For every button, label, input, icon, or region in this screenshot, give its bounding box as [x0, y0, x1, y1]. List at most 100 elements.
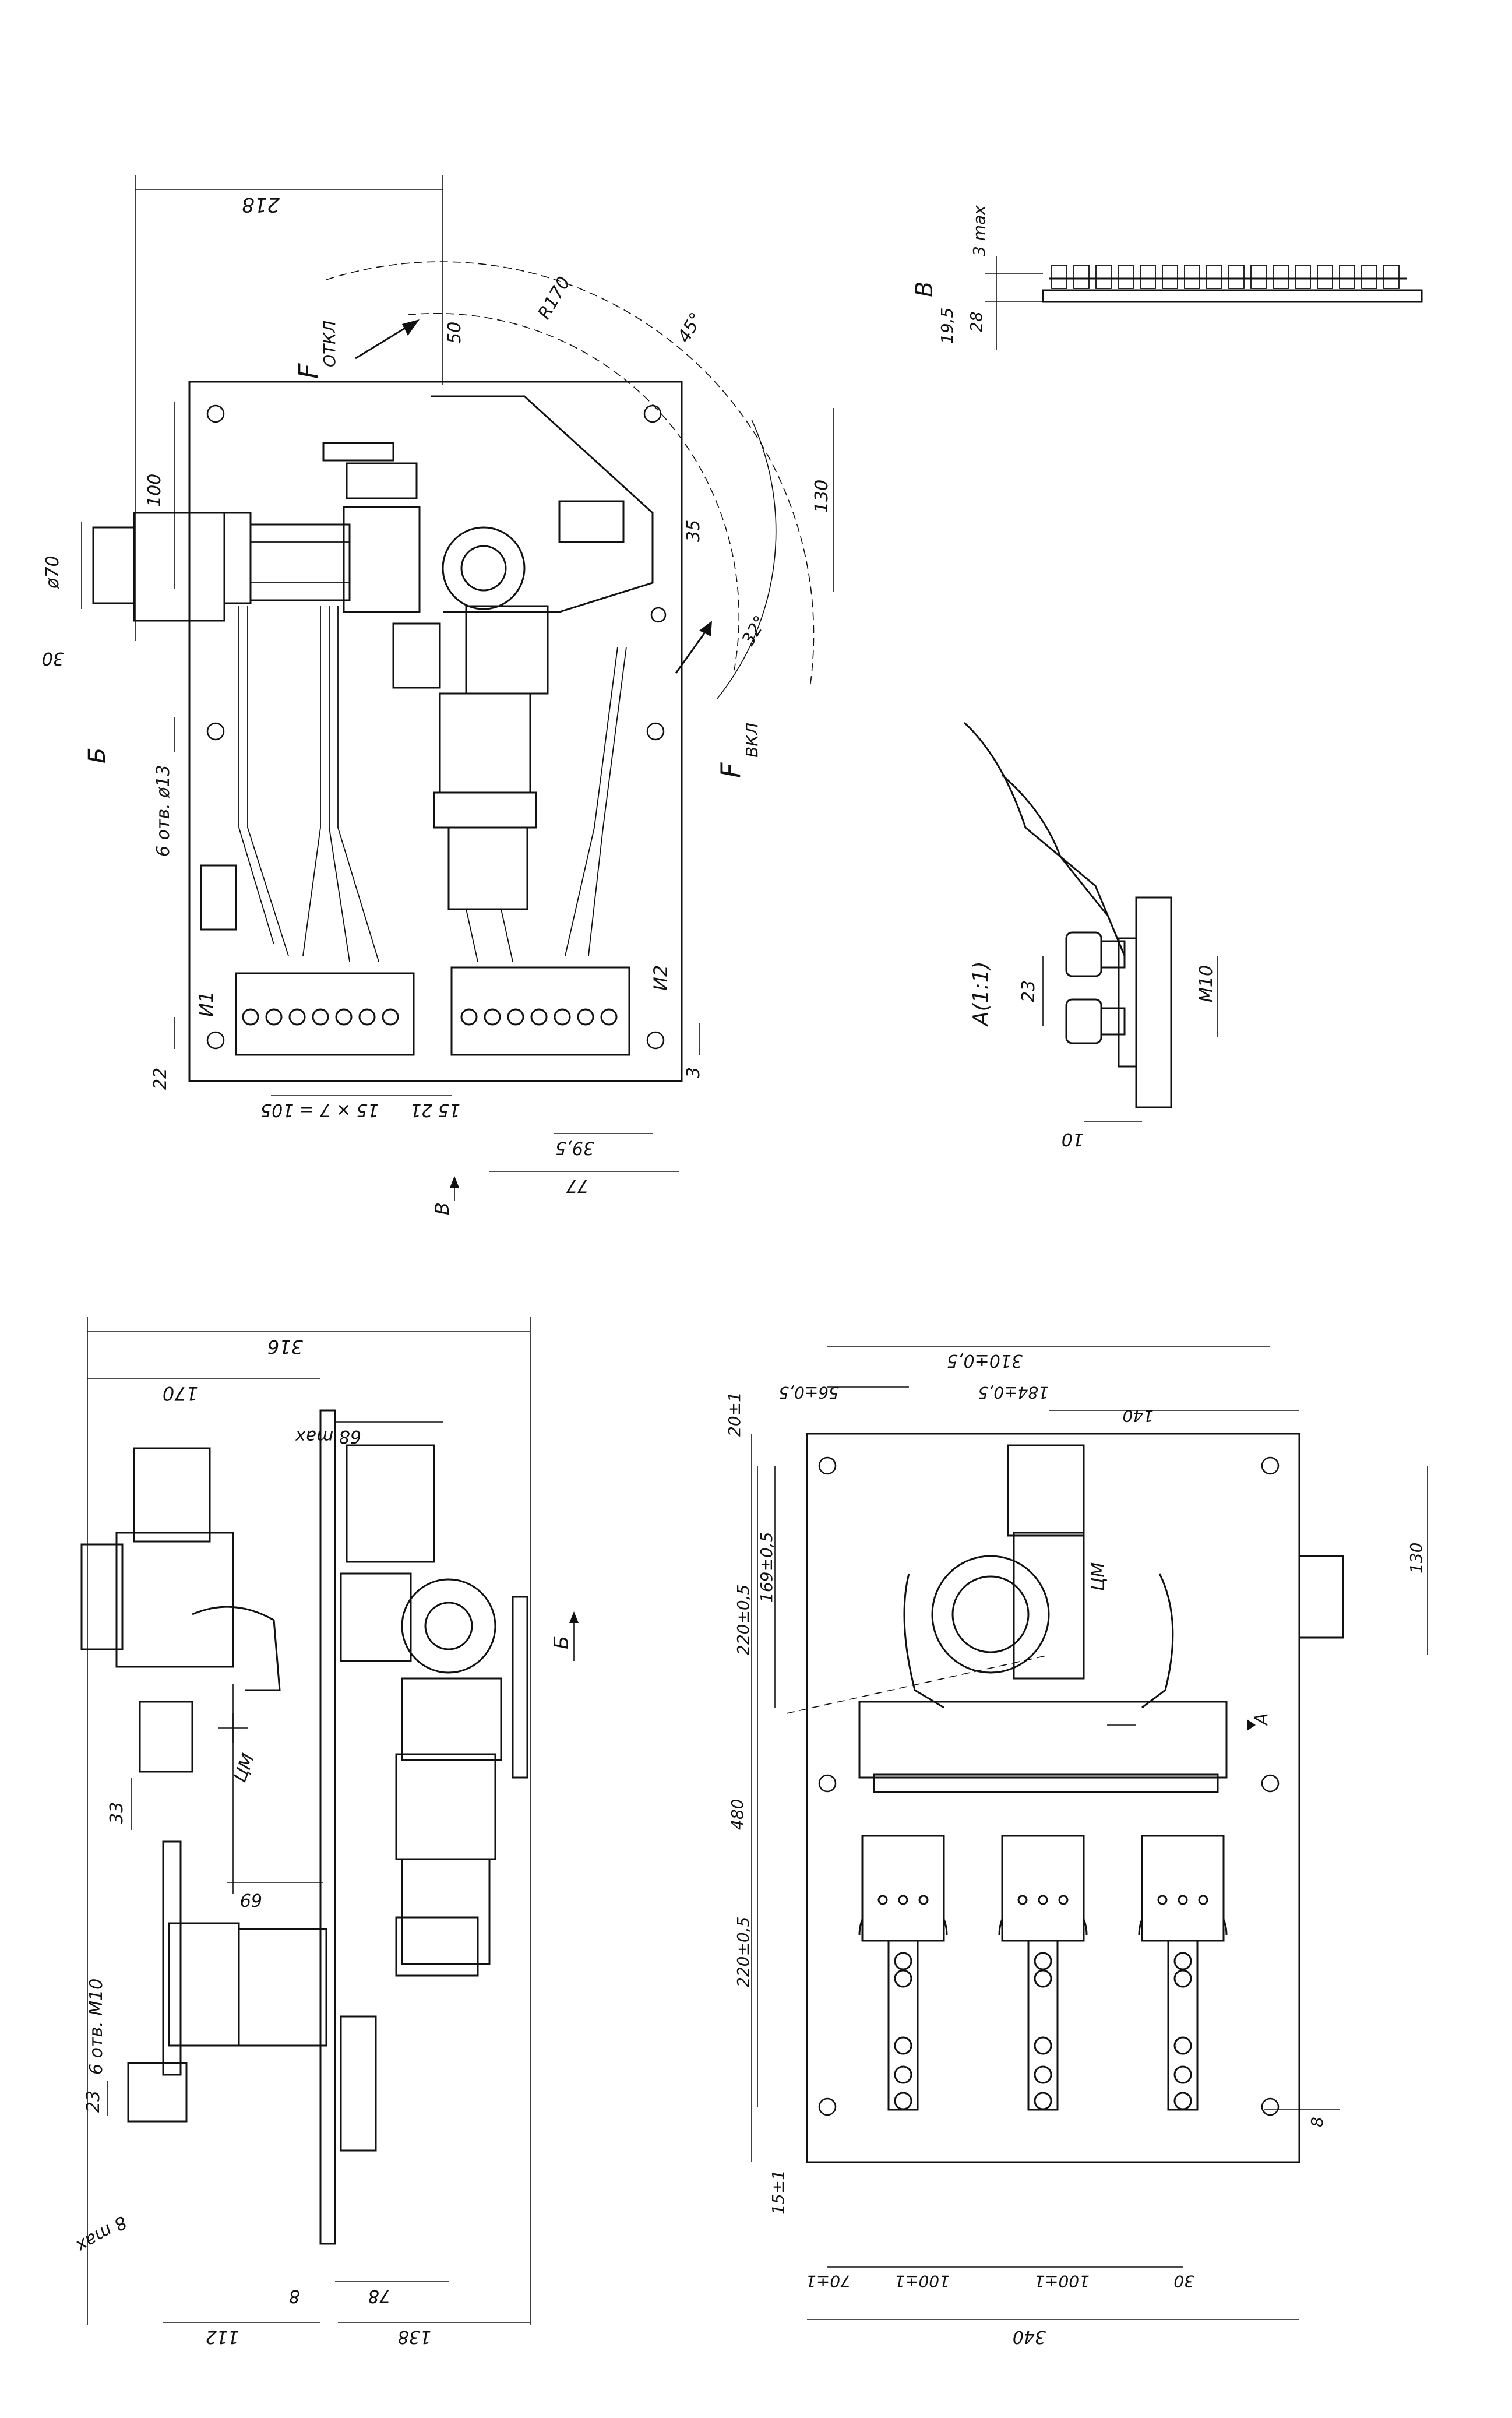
terminal-post — [1228, 265, 1245, 289]
mechanism-bar — [858, 1701, 1228, 1779]
dim-100b: 100±1 — [1034, 2272, 1090, 2291]
dim-holes-m10: 6 отв. М10 — [86, 1979, 107, 2075]
side-cylinder — [1298, 1555, 1344, 1639]
cable — [501, 909, 513, 962]
washer-stack — [1118, 937, 1137, 1068]
mount-hole — [650, 607, 667, 623]
view-v-title: В — [911, 281, 938, 297]
centre-line — [786, 1655, 1049, 1714]
aux-block-lower — [340, 1572, 412, 1662]
dim-77: 77 — [566, 1175, 588, 1196]
mount-hole — [206, 722, 225, 741]
terminal-i1-label: И1 — [195, 991, 217, 1017]
dim-8b: 8 — [1307, 2117, 1327, 2127]
terminal-screws-left — [242, 1008, 399, 1026]
base-plate — [188, 381, 683, 1082]
dim-8max: 8 max — [72, 2211, 130, 2256]
dim-169: 169±0,5 — [757, 1532, 776, 1603]
cylinder-end — [80, 1543, 124, 1650]
terminal-post — [1140, 265, 1156, 289]
terminal-screw — [382, 1008, 399, 1026]
terminal-screw — [288, 1008, 306, 1026]
switch-arc-inner — [407, 313, 740, 671]
dim-130: 130 — [812, 480, 832, 513]
busbar-outline-inner — [1002, 774, 1108, 916]
lower-nut — [127, 2062, 188, 2123]
dim-218: 218 — [242, 193, 280, 216]
f-on-arrow — [675, 632, 706, 674]
dim-138: 138 — [398, 2327, 431, 2347]
cylinder-body — [1013, 1532, 1085, 1680]
shaft-end — [92, 526, 135, 604]
f-on-label: F — [715, 762, 746, 778]
mechanism-frame — [431, 395, 654, 613]
solenoid-bottom — [447, 826, 528, 910]
dim-32deg: 32° — [738, 612, 771, 649]
switch-arc-outer — [326, 261, 815, 688]
terminal-screw — [358, 1008, 376, 1026]
v-arrowhead — [450, 1176, 459, 1188]
terminal-strip-left — [235, 972, 415, 1056]
dim-310: 310±0,5 — [947, 1350, 1023, 1371]
dim-3: 3 — [683, 1067, 704, 1078]
plate-section — [1135, 896, 1172, 1108]
dim-220b: 220±0,5 — [734, 1917, 753, 1987]
cable — [588, 646, 627, 956]
busbar-vertical — [162, 1840, 182, 2076]
aux-switch-block — [346, 1444, 435, 1563]
nut-bottom — [1065, 998, 1102, 1044]
f-off-label: F — [292, 363, 324, 379]
dim-50: 50 — [445, 322, 465, 344]
side-plate — [319, 1409, 336, 2245]
dim-78: 78 — [368, 2286, 390, 2306]
mount-hole — [1261, 2097, 1280, 2116]
dim-30b: 30 — [1173, 2272, 1194, 2291]
dim-10: 10 — [1062, 1129, 1084, 1149]
dim-220a: 220±0,5 — [734, 1585, 753, 1655]
side-bracket — [200, 864, 237, 931]
lever-hub — [401, 1578, 496, 1674]
top-left-view: 218 50 R170 45° 100 130 35 32° ø70 30 6 … — [42, 175, 834, 1215]
angle-arc — [716, 419, 777, 700]
terminal-post — [1317, 265, 1333, 289]
dim-15-21: 15 21 — [410, 1100, 460, 1120]
a-arrowhead — [1247, 1719, 1256, 1731]
terminal-post — [1162, 265, 1178, 289]
dim-22: 22 — [150, 1068, 171, 1090]
aux-switch — [392, 622, 441, 689]
bottom-left-view: 316 170 68 max 33 69 6 отв. М10 23 8 max… — [72, 1317, 579, 2347]
hub-outer — [931, 1555, 1050, 1674]
solenoid-bottom — [401, 1858, 491, 1965]
dim-15: 15±1 — [769, 2170, 788, 2215]
cable — [329, 606, 350, 962]
cm-label: ЦМ — [230, 1751, 259, 1785]
dim-23: 23 — [1018, 980, 1039, 1002]
cylinder-top — [1007, 1444, 1085, 1537]
lever-hub-inner — [424, 1602, 473, 1650]
terminal-screw — [507, 1008, 524, 1026]
cable — [302, 606, 321, 956]
terminal-screw — [577, 1008, 594, 1026]
dim-20: 20±1 — [725, 1392, 744, 1437]
dim-30: 30 — [42, 648, 64, 668]
dim-140: 140 — [1123, 1406, 1154, 1426]
dim-8: 8 — [289, 2286, 300, 2306]
nameplate — [322, 442, 394, 462]
cylinder-cap — [133, 1447, 211, 1543]
terminal-block-top — [346, 462, 418, 499]
terminal-screw — [530, 1008, 548, 1026]
dim-phi70: ø70 — [43, 555, 63, 589]
dim-100a: 100±1 — [894, 2272, 950, 2291]
terminal-screws-right — [460, 1008, 618, 1026]
terminal-i2-label: И2 — [650, 965, 672, 991]
mount-hole — [646, 722, 665, 741]
mount-hole — [818, 2097, 837, 2116]
dim-33: 33 — [107, 1802, 127, 1824]
dim-112: 112 — [206, 2327, 239, 2347]
terminal-post — [1206, 265, 1222, 289]
clamp-bolt — [139, 1701, 193, 1773]
bottom-right-view: 310±0,5 56±0,5 184±0,5 140 20±1 220±0,5 … — [725, 1346, 1428, 2347]
mount-hole — [646, 1031, 665, 1050]
view-v-base — [1042, 289, 1423, 303]
